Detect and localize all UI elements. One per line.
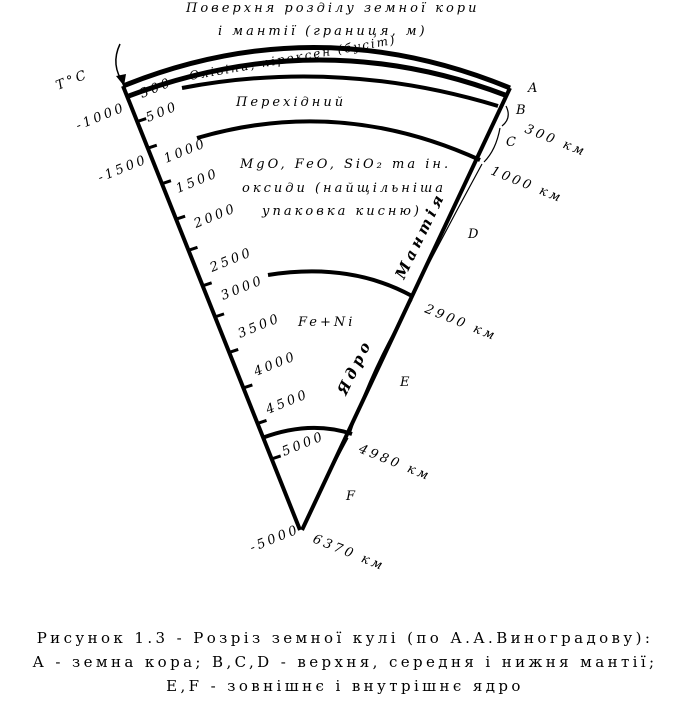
- zone-letter-f: F: [345, 489, 358, 504]
- caption-line2: А - земна кора; B,C,D - верхня, середня …: [32, 653, 658, 671]
- zone-letter-b: B: [515, 103, 529, 118]
- outer-surface-arc: [122, 45, 511, 91]
- brace-c: [483, 127, 501, 163]
- sector-outline: [121, 45, 512, 531]
- top-label-line2: і мантії (границя, м): [218, 24, 428, 39]
- crust-boundary-arc: [125, 57, 506, 100]
- depth-label-4000: 4000: [251, 349, 299, 380]
- inner-core-arc: [261, 425, 353, 440]
- layer-boundaries: [181, 74, 499, 440]
- boundary-2900km: 2900 км: [422, 301, 500, 344]
- depth-label-500: 500: [144, 99, 181, 126]
- depth-tick: [228, 347, 239, 354]
- earth-cross-section-diagram: Поверхня розділу земної кори і мантії (г…: [54, 1, 589, 575]
- zone-letter-e: E: [399, 375, 413, 390]
- zone-letter-d: D: [467, 227, 481, 242]
- boundary-6370km: 6370 км: [311, 532, 388, 575]
- temperature-unit-label: T°C: [54, 67, 91, 94]
- depth-tick: [257, 419, 267, 425]
- depth-tick: [188, 245, 198, 252]
- top-label-line1: Поверхня розділу земної кори: [185, 1, 480, 16]
- depth-label-5000: 5000: [280, 429, 327, 460]
- transition-zone-arc: [181, 74, 499, 108]
- arrowhead-icon: [116, 74, 126, 86]
- depth-tick: [136, 117, 147, 123]
- lower-mantle-arc: [196, 119, 481, 162]
- zone-letter-c: C: [506, 135, 519, 150]
- brace-d: [411, 163, 483, 297]
- transitional-layer-label: Перехідний: [235, 95, 346, 110]
- caption-line1: Рисунок 1.3 - Розріз земної кулі (по А.А…: [36, 629, 654, 647]
- temp-label-1500: -1500: [96, 152, 150, 186]
- depth-label-1000: 1000: [162, 136, 209, 167]
- depth-label-3500: 3500: [236, 311, 283, 342]
- left-edge: [121, 85, 302, 531]
- depth-tick: [175, 214, 186, 221]
- zone-letter-a: A: [527, 81, 540, 96]
- temp-label-1000: -1000: [74, 100, 128, 134]
- depth-label-2500: 2500: [207, 245, 255, 276]
- core-mantle-arc: [267, 269, 413, 298]
- oxides-label-line1: MgO, FeO, SiO₂ та ін.: [239, 157, 451, 172]
- depth-ticks: [136, 117, 282, 461]
- oxides-label-line3: упаковка кисню): [261, 204, 422, 219]
- depth-label-2000: 2000: [191, 201, 239, 232]
- core-composition-label: Fe+Ni: [297, 315, 355, 330]
- caption-line3: Е,F - зовнішнє і внутрішнє ядро: [166, 677, 524, 695]
- depth-label-3000: 3000: [219, 273, 266, 304]
- boundary-1000km: 1000 км: [489, 164, 566, 207]
- depth-label-1500: 1500: [174, 166, 221, 197]
- depth-tick: [161, 179, 172, 186]
- brace-f: [303, 437, 349, 529]
- depth-tick: [214, 312, 225, 319]
- figure-caption: Рисунок 1.3 - Розріз земної кулі (по А.А…: [0, 626, 690, 698]
- depth-tick: [271, 454, 282, 461]
- boundary-4980km: 4980 км: [356, 441, 434, 484]
- boundary-300km: 300 км: [523, 122, 589, 160]
- depth-tick: [242, 383, 253, 390]
- brace-e: [349, 299, 413, 435]
- temp-label-5000: -5000: [248, 522, 302, 556]
- depth-tick: [147, 143, 158, 150]
- depth-label-4500: 4500: [263, 387, 311, 418]
- zone-braces: [303, 105, 509, 529]
- depth-tick: [202, 281, 213, 288]
- oxides-label-line2: оксиди (найщільніша: [242, 181, 446, 196]
- brace-b: [501, 105, 509, 127]
